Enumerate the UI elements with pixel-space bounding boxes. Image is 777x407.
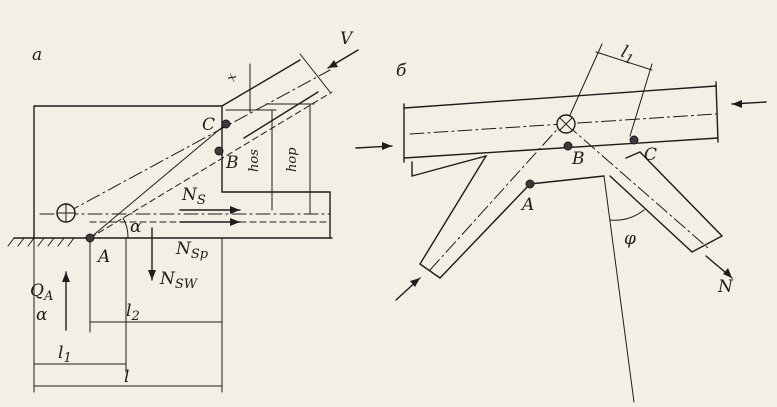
top-chord-right-end bbox=[715, 81, 719, 143]
right-brace-outline bbox=[609, 151, 724, 253]
rafter-end-line bbox=[299, 53, 331, 93]
dim-l1-right-extension bbox=[629, 63, 653, 137]
label-hop: hop bbox=[285, 147, 300, 172]
label-nsp: NSp bbox=[175, 239, 209, 262]
chord-force-right-arrowhead bbox=[732, 100, 742, 108]
node-plate-lower bbox=[529, 175, 605, 185]
support-hatch bbox=[7, 237, 75, 247]
label-qa: QA bbox=[30, 281, 53, 304]
label-node-a-b: A bbox=[520, 195, 534, 215]
label-l1: l1 bbox=[58, 343, 72, 366]
node-a bbox=[85, 233, 95, 243]
angle-phi-arc bbox=[609, 209, 645, 221]
rafter-bottom-edge bbox=[243, 91, 319, 139]
node-a-b bbox=[525, 179, 535, 189]
left-brace-force-arrowhead bbox=[410, 278, 420, 287]
force-v-arrowhead bbox=[328, 60, 338, 68]
force-qa-arrowhead bbox=[62, 272, 70, 282]
node-c bbox=[221, 119, 231, 129]
rafter-thrust-line bbox=[89, 123, 227, 239]
panel-a-label: а bbox=[32, 45, 42, 65]
left-brace-notch bbox=[411, 154, 488, 265]
rafter-axis-line bbox=[65, 69, 331, 214]
label-alpha-2: α bbox=[36, 305, 48, 325]
label-node-c-b: C bbox=[644, 145, 657, 165]
dim-l1-line bbox=[595, 51, 653, 71]
force-nsw-arrowhead bbox=[148, 270, 156, 280]
force-nsp-arrowhead bbox=[230, 218, 240, 226]
left-brace-axis bbox=[429, 123, 563, 271]
label-nsw: NSW bbox=[159, 269, 199, 292]
dim-l1-left-extension bbox=[565, 43, 603, 125]
label-l2: l2 bbox=[126, 301, 140, 324]
top-chord-upper-edge bbox=[403, 85, 717, 109]
label-node-b-b: B bbox=[571, 149, 585, 169]
node-c-b bbox=[629, 135, 639, 145]
top-chord-lower-edge bbox=[403, 137, 719, 159]
label-alpha-1: α bbox=[130, 217, 142, 237]
hinge-cross-2 bbox=[559, 117, 573, 131]
rafter-force-line bbox=[89, 91, 333, 239]
label-node-a: A bbox=[96, 247, 110, 267]
label-x: x bbox=[224, 71, 241, 84]
label-node-b: B bbox=[225, 153, 239, 173]
panel-b: б N φ l1 bbox=[355, 42, 767, 403]
force-ns-arrowhead bbox=[230, 206, 240, 214]
label-n: N bbox=[717, 277, 734, 297]
rafter-top-edge bbox=[221, 59, 301, 107]
label-node-c: C bbox=[202, 115, 215, 135]
angle-alpha-arc bbox=[122, 217, 129, 239]
left-brace-end bbox=[419, 263, 441, 279]
node-b bbox=[214, 146, 224, 156]
label-v: V bbox=[340, 29, 354, 49]
panel-b-label: б bbox=[396, 61, 407, 81]
label-phi: φ bbox=[624, 229, 636, 249]
right-brace-axis bbox=[565, 123, 709, 249]
phi-reference-line bbox=[603, 175, 635, 403]
chord-force-left-arrowhead bbox=[382, 142, 392, 150]
label-l: l bbox=[124, 367, 129, 387]
label-ns: NS bbox=[181, 185, 206, 208]
left-brace-inner-edge bbox=[439, 183, 531, 279]
panel-a: а V x hos hop A bbox=[7, 29, 359, 393]
force-n-arrowhead bbox=[723, 268, 732, 278]
node-b-b bbox=[563, 141, 573, 151]
label-hos: hos bbox=[247, 149, 262, 172]
